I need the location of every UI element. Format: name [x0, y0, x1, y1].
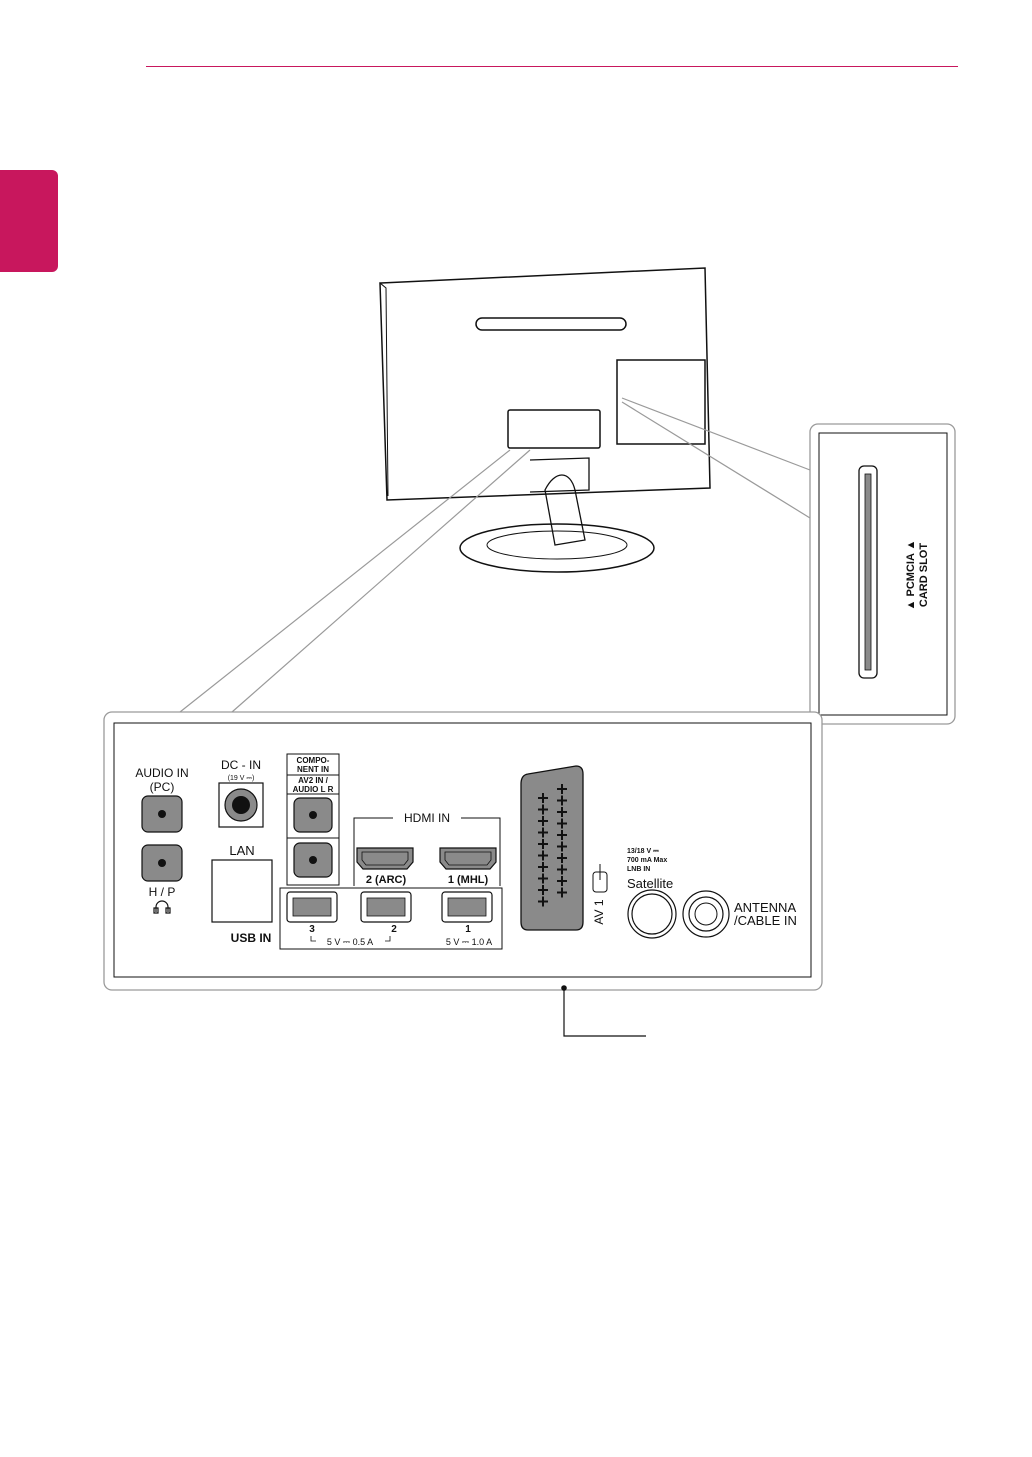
- card-slot-cover: [617, 360, 705, 444]
- hdmi-2-label: 2 (ARC): [366, 874, 407, 886]
- satellite-label: Satellite: [627, 876, 673, 891]
- hdmi-in-label: HDMI IN: [404, 811, 450, 825]
- usb-2-label: 2: [391, 924, 397, 935]
- cable-in-label: /CABLE IN: [734, 913, 797, 928]
- pcmcia-label: ▲ PCMCIA ▲: [905, 540, 917, 611]
- top-vent: [476, 318, 626, 330]
- av2-label-1: AV2 IN /: [298, 776, 328, 785]
- hdmi-port-2: [357, 848, 413, 869]
- scart-socket: [521, 766, 583, 930]
- headphone-label: H / P: [149, 885, 176, 899]
- rear-port-cover: [508, 410, 600, 448]
- hdmi-port-1: [440, 848, 496, 869]
- leader-line: [562, 986, 646, 1036]
- audio-in-pc-label: (PC): [150, 780, 175, 794]
- component-label-2: NENT IN: [297, 765, 329, 774]
- lan-socket: [212, 860, 272, 922]
- audio-in-pc: AUDIO IN (PC): [135, 766, 188, 832]
- satellite-spec-lnb: LNB IN: [627, 866, 650, 873]
- usb-in-label: USB IN: [231, 931, 272, 945]
- component-label-1: COMPO-: [297, 756, 330, 765]
- satellite-spec-current: 700 mA Max: [627, 857, 667, 864]
- audio-in-label: AUDIO IN: [135, 766, 188, 780]
- dc-in-label: DC - IN: [221, 758, 261, 772]
- usb-rating-0-5a: 5 V ⎓ 0.5 A: [327, 937, 373, 947]
- av2-label-2: AUDIO L R: [293, 785, 334, 794]
- component-av2-port: COMPO- NENT IN AV2 IN / AUDIO L R: [287, 754, 339, 885]
- usb-rating-1-0a: 5 V ⎓ 1.0 A: [446, 937, 492, 947]
- av1-label: AV 1: [592, 899, 606, 924]
- usb-1-label: 1: [465, 924, 471, 935]
- dc-in-port: DC - IN (19 V ⎓): [219, 758, 263, 827]
- tv-rear-view: [380, 268, 710, 572]
- callout-lines: [180, 398, 810, 712]
- pcmcia-callout: ▲ PCMCIA ▲ CARD SLOT: [810, 424, 955, 724]
- hdmi-1-label: 1 (MHL): [448, 874, 489, 886]
- lan-label: LAN: [229, 843, 254, 858]
- usb-3-label: 3: [309, 924, 315, 935]
- tv-body: [380, 268, 710, 500]
- satellite-spec-voltage: 13/18 V ⎓: [627, 848, 659, 855]
- card-slot-label: CARD SLOT: [918, 543, 930, 607]
- stand-neck: [545, 475, 585, 545]
- dc-in-rating: (19 V ⎓): [228, 775, 255, 782]
